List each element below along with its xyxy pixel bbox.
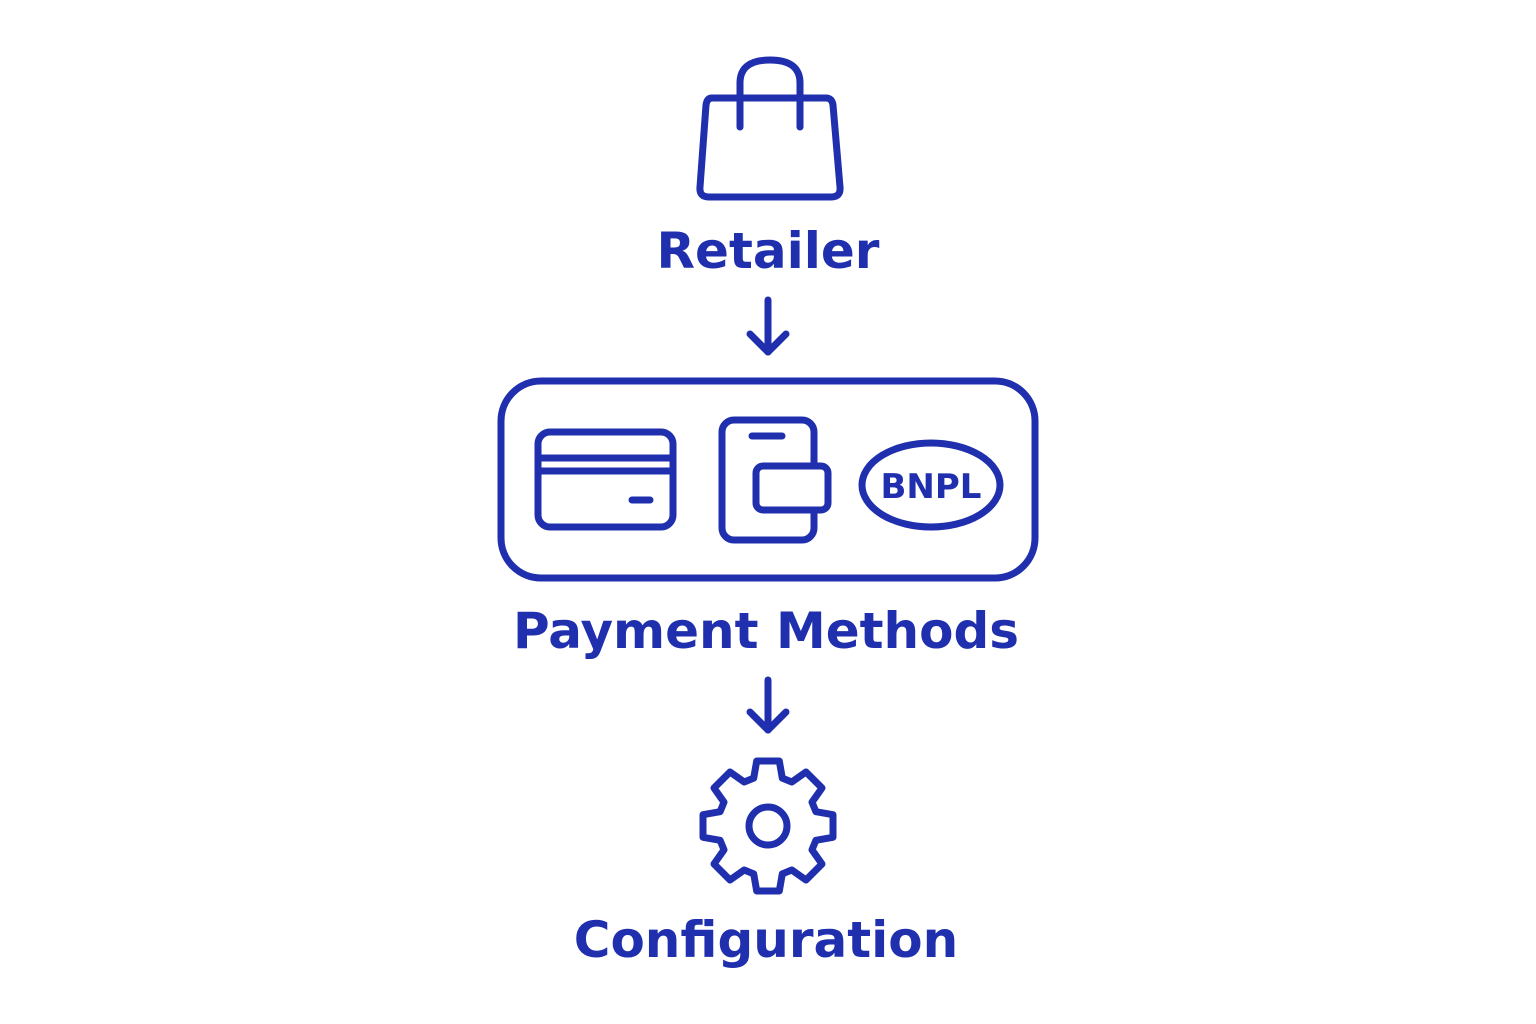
retailer-label: Retailer [657,222,880,280]
configuration-label: Configuration [574,911,958,969]
mobile-wallet-icon [718,416,832,544]
credit-card-icon [534,428,677,531]
arrow-down-icon [746,676,790,734]
gear-icon [699,757,837,895]
shopping-bag-icon [696,56,844,201]
arrow-down-icon [746,296,790,356]
bnpl-badge-icon [858,439,1004,531]
payment-methods-box [497,377,1039,582]
diagram-strokes [497,56,1039,895]
payment-methods-label: Payment Methods [513,602,1019,660]
bnpl-text: BNPL [881,467,982,507]
